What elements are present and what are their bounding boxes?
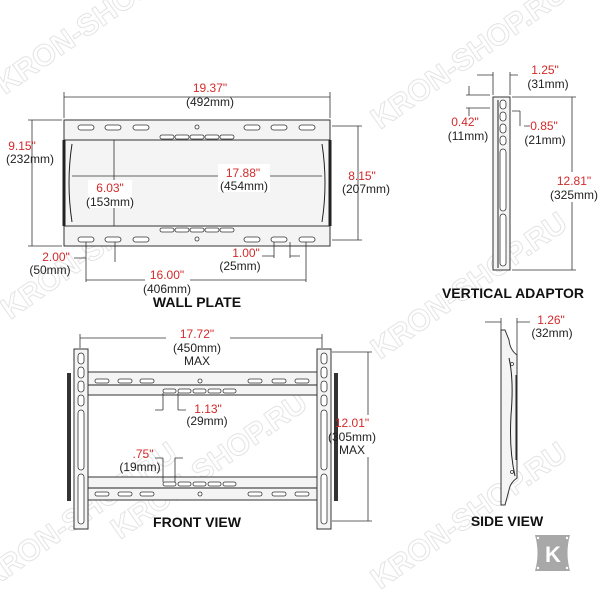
wall-plate-edge-mm: (50mm) <box>29 263 70 277</box>
wall-plate-title: WALL PLATE <box>153 294 241 310</box>
front-slot-pitch-mm: (29mm) <box>186 414 227 428</box>
side-view-drawing <box>485 318 530 506</box>
wall-plate-hole-span-in: 16.00" <box>150 268 184 282</box>
wall-plate-edge-in: 2.00" <box>42 250 70 264</box>
svg-text:K: K <box>545 542 561 567</box>
front-height-max: MAX <box>339 443 365 457</box>
front-slot-width-in: .75" <box>133 447 154 461</box>
side-depth-mm: (32mm) <box>531 326 572 340</box>
adaptor-hole-pitch-in: 0.85" <box>530 119 558 133</box>
wall-plate-slot-pitch-in: 1.00" <box>232 246 260 260</box>
front-width-in: 17.72" <box>180 327 214 341</box>
side-depth-in: 1.26" <box>537 313 565 327</box>
adaptor-hole-pitch-mm: (21mm) <box>524 133 565 147</box>
wall-plate-inner-width-in: 17.88" <box>226 166 260 180</box>
wall-plate-gap-in: 6.03" <box>96 181 124 195</box>
wall-plate-inner-height-in: 8.15" <box>348 169 376 183</box>
adaptor-width-mm: (31mm) <box>527 77 568 91</box>
front-width-mm: (450mm) <box>173 341 221 355</box>
adaptor-length-mm: (325mm) <box>550 188 598 202</box>
adaptor-length-in: 12.81" <box>557 174 591 188</box>
front-height-mm: (305mm) <box>328 430 376 444</box>
vertical-adaptor-title: VERTICAL ADAPTOR <box>442 285 584 301</box>
front-width-max: MAX <box>184 354 210 368</box>
side-view-title: SIDE VIEW <box>471 513 544 529</box>
front-view-drawing <box>67 334 372 530</box>
front-slot-width-mm: (19mm) <box>119 460 160 474</box>
front-slot-pitch-in: 1.13" <box>194 402 222 416</box>
vertical-adaptor-drawing <box>466 72 576 271</box>
adaptor-width-in: 1.25" <box>531 63 559 77</box>
adaptor-top-offset-in: 0.42" <box>451 115 479 129</box>
wall-plate-gap-mm: (153mm) <box>86 195 134 209</box>
wall-plate-height-in: 9.15" <box>8 139 36 153</box>
wall-plate-hole-span-mm: (406mm) <box>143 282 191 296</box>
wall-plate-width-mm: (492mm) <box>186 95 234 109</box>
wall-plate-height-mm: (232mm) <box>6 152 54 166</box>
wall-plate-slot-pitch-mm: (25mm) <box>219 259 260 273</box>
wall-plate-width-in: 19.37" <box>193 81 227 95</box>
front-view-title: FRONT VIEW <box>153 514 242 530</box>
svg-text:KRON-SHOP.RU: KRON-SHOP.RU <box>0 0 198 101</box>
adaptor-top-offset-mm: (11mm) <box>448 129 488 143</box>
front-height-in: 12.01" <box>335 416 369 430</box>
kron-logo: K <box>535 535 570 571</box>
wall-plate-inner-width-mm: (454mm) <box>220 179 268 193</box>
wall-plate-inner-height-mm: (207mm) <box>342 182 390 196</box>
